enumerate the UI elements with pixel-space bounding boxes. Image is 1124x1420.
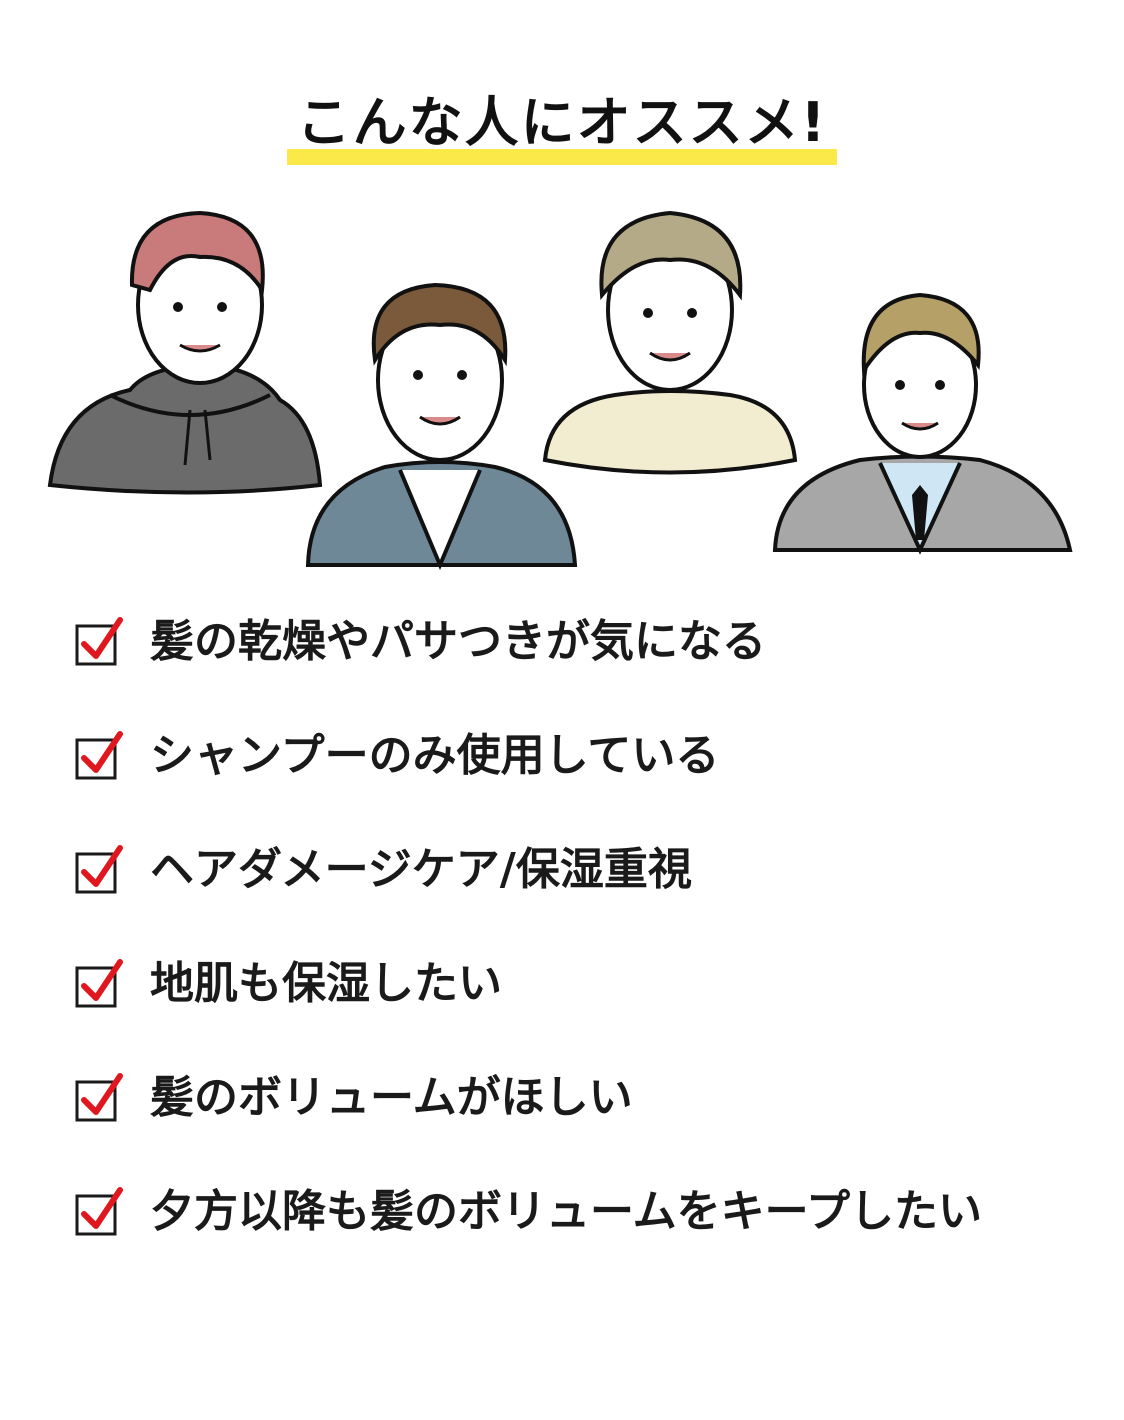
list-item: ヘアダメージケア/保湿重視 — [74, 838, 1094, 952]
checklist-label: シャンプーのみ使用している — [150, 730, 720, 781]
checklist: 髪の乾燥やパサつきが気になる シャンプーのみ使用している ヘアダメージケア/保湿… — [74, 610, 1094, 1294]
checkbox-checked-icon — [75, 959, 123, 1008]
man-blonde-hair-suit-icon — [772, 292, 1073, 555]
checklist-label: 夕方以降も髪のボリュームをキープしたい — [150, 1186, 983, 1237]
man-pink-hair-hoodie-icon — [47, 210, 323, 495]
checklist-label: 地肌も保湿したい — [150, 958, 502, 1009]
checkbox-checked-icon — [75, 617, 123, 666]
man-beige-hair-sweater-icon — [542, 210, 798, 475]
list-item: 髪の乾燥やパサつきが気になる — [74, 610, 1094, 724]
list-item: シャンプーのみ使用している — [74, 724, 1094, 838]
list-item: 夕方以降も髪のボリュームをキープしたい — [74, 1180, 1094, 1294]
list-item: 地肌も保湿したい — [74, 952, 1094, 1066]
page-title: こんな人にオススメ! — [286, 78, 838, 165]
checkbox-checked-icon — [75, 731, 123, 780]
checkbox-checked-icon — [75, 1187, 123, 1236]
page-title-text: こんな人にオススメ! — [296, 91, 828, 154]
list-item: 髪のボリュームがほしい — [74, 1066, 1094, 1180]
checkbox-checked-icon — [75, 1073, 123, 1122]
man-brown-hair-jacket-icon — [305, 282, 578, 571]
checklist-label: 髪のボリュームがほしい — [150, 1072, 633, 1123]
title-wrap: こんな人にオススメ! — [0, 78, 1124, 165]
people-illustration — [47, 210, 1073, 571]
checklist-label: 髪の乾燥やパサつきが気になる — [150, 616, 766, 667]
checkbox-checked-icon — [75, 845, 123, 894]
checklist-label: ヘアダメージケア/保湿重視 — [150, 844, 692, 895]
